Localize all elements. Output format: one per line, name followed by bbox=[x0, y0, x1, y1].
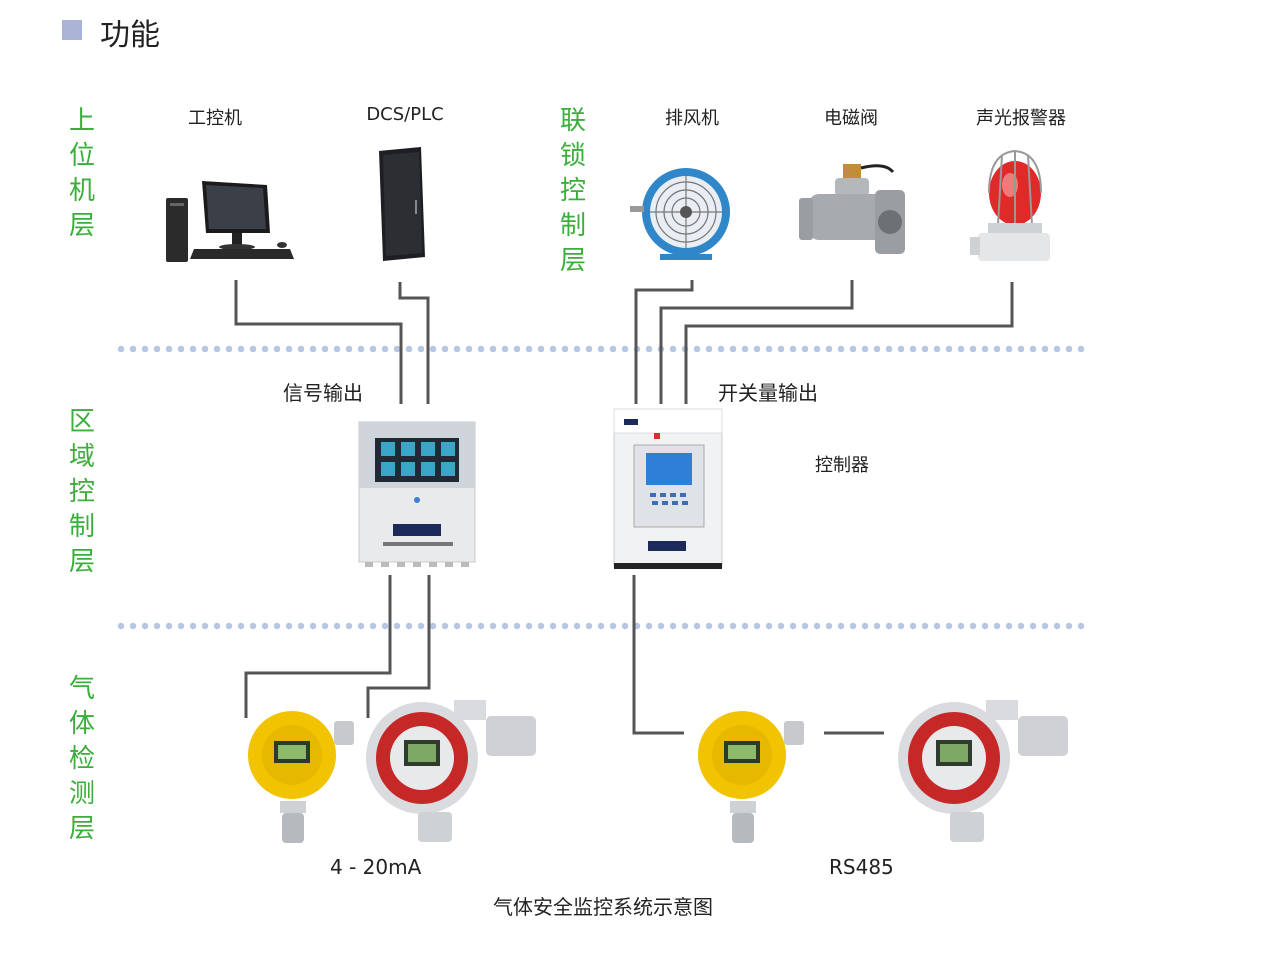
wire-alarm bbox=[684, 282, 1014, 404]
layer-label-linkage: 联 锁 控 制 层 bbox=[559, 106, 586, 276]
computer-icon bbox=[166, 181, 294, 262]
signal-label-switch: 开关量输出 bbox=[718, 381, 818, 405]
page-title: 功能 bbox=[100, 18, 160, 53]
layer-label-regional: 区 域 控 制 层 bbox=[68, 407, 95, 577]
wire-fan-b bbox=[659, 280, 854, 404]
red-detector-2-icon bbox=[898, 700, 1068, 842]
device-label-fan: 排风机 bbox=[665, 108, 719, 129]
red-detector-icon bbox=[366, 700, 536, 842]
wire-dcs bbox=[398, 282, 430, 404]
controller-icon bbox=[613, 408, 723, 569]
signal-label-analog: 4 - 20mA bbox=[330, 855, 422, 879]
yellow-detector-2-icon bbox=[698, 711, 804, 843]
layer-separator-top bbox=[115, 345, 1090, 353]
alarm-controller-icon bbox=[358, 421, 476, 567]
diagram-caption: 气体安全监控系统示意图 bbox=[493, 895, 713, 919]
layer-label-upper: 上 位 机 层 bbox=[68, 106, 95, 241]
wire-ipc bbox=[234, 280, 403, 404]
wire-analog-2 bbox=[366, 575, 431, 718]
header-square-icon bbox=[62, 20, 82, 40]
cabinet-icon bbox=[379, 147, 425, 261]
device-label-alarm: 声光报警器 bbox=[976, 108, 1066, 129]
signal-label-output: 信号输出 bbox=[283, 381, 363, 405]
layer-separator-bottom bbox=[115, 622, 1090, 630]
fan-icon bbox=[630, 168, 730, 260]
device-label-valve: 电磁阀 bbox=[824, 108, 878, 129]
valve-icon bbox=[799, 164, 905, 254]
signal-label-rs485: RS485 bbox=[829, 855, 894, 879]
device-label-dcs: DCS/PLC bbox=[366, 104, 444, 125]
layer-label-detection: 气 体 检 测 层 bbox=[68, 674, 95, 844]
wire-rs485-1 bbox=[632, 575, 684, 735]
device-label-ipc: 工控机 bbox=[188, 108, 242, 129]
wire-analog-1 bbox=[244, 575, 392, 718]
yellow-detector-icon bbox=[248, 711, 354, 843]
alarm-light-icon bbox=[970, 149, 1050, 261]
device-label-controller: 控制器 bbox=[815, 455, 869, 476]
wire-fan-a bbox=[634, 280, 694, 404]
